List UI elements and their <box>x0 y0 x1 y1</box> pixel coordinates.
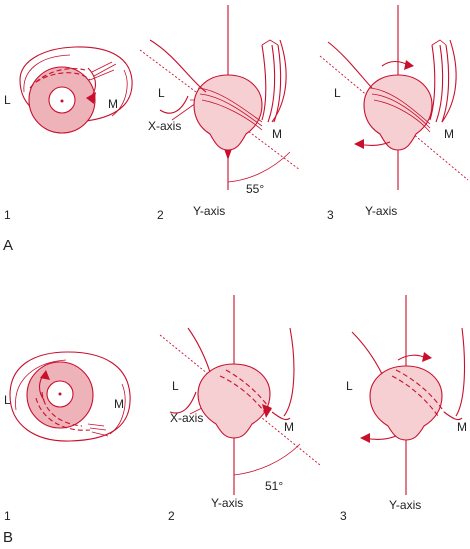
panel-a-letter: A <box>3 237 14 254</box>
b2-medial-label: M <box>284 420 294 434</box>
a2-y-axis-label: Y-axis <box>193 204 226 218</box>
b1-number: 1 <box>4 509 11 523</box>
panel-a-front-view <box>19 46 133 134</box>
b2-angle-label: 51° <box>265 479 284 493</box>
panel-b-axis-view <box>159 295 321 495</box>
b1-lateral-label: L <box>4 393 11 407</box>
panel-b-rotation-view <box>351 295 466 495</box>
a3-number: 3 <box>327 208 334 222</box>
b3-y-axis-label: Y-axis <box>389 498 422 512</box>
a1-medial-label: M <box>108 97 118 111</box>
b1-medial-label: M <box>114 397 124 411</box>
a3-lateral-label: L <box>334 86 341 100</box>
a1-number: 1 <box>4 208 11 222</box>
a3-medial-label: M <box>444 127 454 141</box>
panel-b-front-view <box>9 351 131 442</box>
b2-x-axis-label: X-axis <box>170 411 204 425</box>
a2-number: 2 <box>157 208 164 222</box>
panel-b-letter: B <box>3 529 14 546</box>
b3-lateral-label: L <box>346 379 353 393</box>
b3-medial-label: M <box>457 420 467 434</box>
a2-lateral-label: L <box>158 86 165 100</box>
a3-y-axis-label: Y-axis <box>365 204 398 218</box>
panel-a-rotation-view <box>319 5 469 190</box>
b2-y-axis-label: Y-axis <box>211 496 244 510</box>
b2-lateral-label: L <box>172 379 179 393</box>
b3-number: 3 <box>340 509 347 523</box>
a2-angle-label: 55° <box>246 182 265 196</box>
b2-number: 2 <box>168 509 175 523</box>
a1-lateral-label: L <box>4 93 11 107</box>
a2-medial-label: M <box>272 127 282 141</box>
panel-a-axis-view <box>139 5 301 190</box>
a2-x-axis-label: X-axis <box>148 119 182 133</box>
